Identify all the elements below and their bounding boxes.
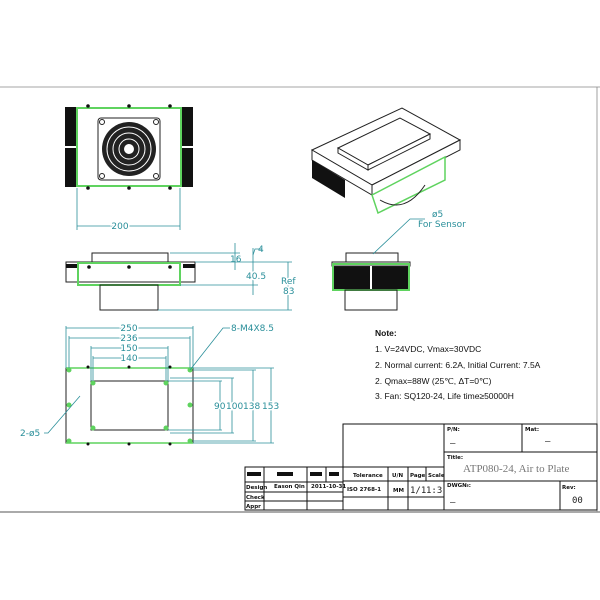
isometric-view: [310, 107, 462, 215]
pn-label: P/N:: [447, 427, 460, 433]
title-block-header-glyphs: [247, 472, 339, 476]
scale-value: 1:3: [426, 486, 442, 496]
dim-16: 16: [230, 255, 242, 265]
designer-name: Eason Qin: [274, 484, 305, 490]
end-view: ø5 For Sensor: [331, 210, 466, 311]
rev-label: Rev:: [562, 485, 576, 491]
side-view: 16 4 40.5 Ref 83: [65, 243, 298, 311]
bottom-view: 250 236 150 140 8-M4X8.5 90 100 138 153 …: [20, 323, 281, 446]
top-view: 200: [65, 104, 193, 234]
title-block-text: P/N: — Mat: — Title: ATP080-24, Air to P…: [246, 427, 583, 510]
note-item: 2. Qmax=88W (25℃, ΔT=0℃): [375, 376, 492, 386]
dim-100: 100: [226, 402, 243, 412]
tolerance-label: Tolerance: [353, 473, 383, 479]
dim-138: 138: [243, 402, 260, 412]
dim-ref-label: Ref: [281, 277, 296, 287]
title-label: Title:: [447, 455, 463, 461]
tolerance-value: ISO 2768-1: [347, 487, 381, 493]
dim-236: 236: [120, 334, 137, 344]
dim-140: 140: [120, 354, 137, 364]
sensor-label: For Sensor: [418, 220, 466, 230]
dim-ref-83: 83: [283, 287, 294, 297]
note-item: 1. V=24VDC, Vmax=30VDC: [375, 344, 481, 354]
hole-spec: 2-ø5: [20, 429, 40, 439]
dim-40-5: 40.5: [246, 272, 266, 282]
dwg-value: —: [450, 498, 456, 508]
title-block: [244, 423, 598, 511]
page-label: Page: [410, 473, 426, 479]
dim-90: 90: [214, 402, 226, 412]
notes: Note: 1. V=24VDC, Vmax=30VDC 2. Normal c…: [375, 328, 541, 401]
pn-value: —: [450, 439, 456, 449]
dwg-label: DWG№:: [447, 482, 471, 489]
design-label: Design: [246, 485, 267, 491]
design-date: 2011-10-31: [311, 484, 346, 490]
note-item: 2. Normal current: 6.2A, Initial Current…: [375, 360, 541, 370]
fan-icon: [97, 117, 161, 181]
unit-value: MM: [393, 488, 404, 494]
mat-label: Mat:: [525, 427, 539, 433]
sensor-hole: ø5: [432, 210, 443, 220]
dim-250: 250: [120, 324, 137, 334]
dim-153: 153: [262, 402, 279, 412]
mat-value: —: [545, 437, 551, 447]
screw-spec: 8-M4X8.5: [231, 324, 274, 334]
rev-value: 00: [572, 496, 583, 506]
note-item: 3. Fan: SQ120-24, Life time≥50000H: [375, 391, 514, 401]
scale-label: Scale: [428, 473, 445, 479]
dim-4: 4: [258, 245, 264, 255]
drawing-title: ATP080-24, Air to Plate: [463, 463, 569, 475]
sheet-frame: [0, 86, 600, 513]
approve-label: Appr: [246, 504, 261, 510]
page-value: 1/1: [410, 486, 426, 496]
check-label: Check: [246, 495, 265, 501]
dim-200: 200: [111, 222, 128, 232]
body-outline: [76, 107, 182, 187]
unit-label: U/N: [392, 473, 403, 479]
notes-heading: Note:: [375, 328, 397, 338]
dim-150: 150: [120, 344, 137, 354]
